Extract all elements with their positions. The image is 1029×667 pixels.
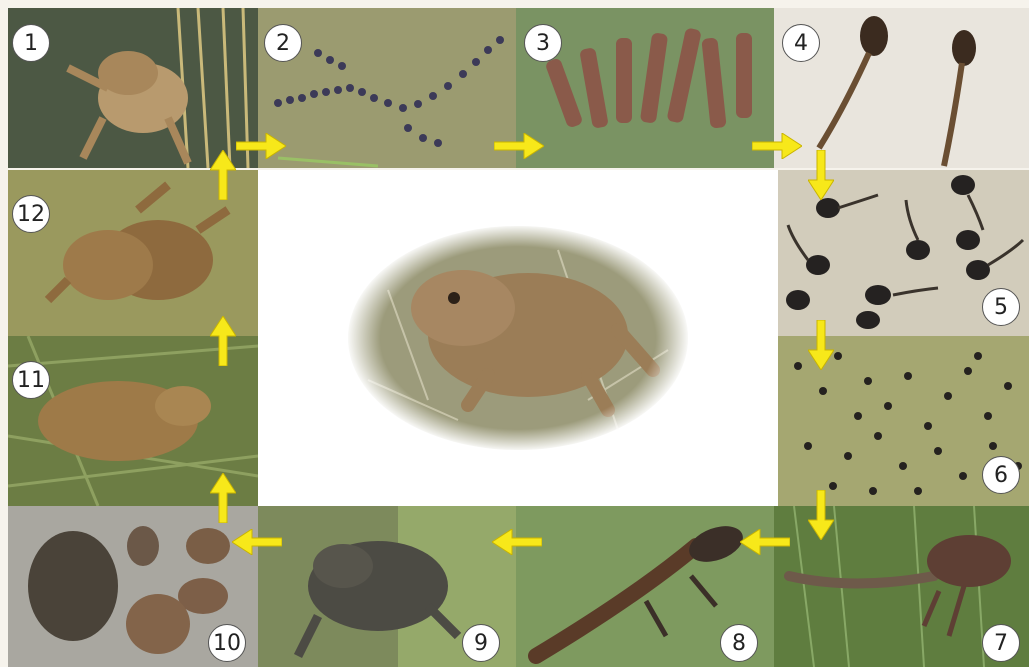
stage-number-badge: 1 <box>12 24 50 62</box>
stage-number-badge: 5 <box>982 288 1020 326</box>
center-panel <box>258 170 778 506</box>
stage-number-badge: 12 <box>12 195 50 233</box>
stage-number-badge: 10 <box>208 624 246 662</box>
arrow-down-icon <box>808 490 834 540</box>
arrow-right-icon <box>752 133 802 159</box>
arrow-down-icon <box>808 150 834 200</box>
arrow-down-icon <box>808 320 834 370</box>
stage-number-badge: 3 <box>524 24 562 62</box>
arrow-left-icon <box>492 529 542 555</box>
arrow-left-icon <box>232 529 282 555</box>
stage-number-badge: 4 <box>782 24 820 62</box>
stage-number-badge: 2 <box>264 24 302 62</box>
stage-number-badge: 11 <box>12 361 50 399</box>
stage-number-badge: 8 <box>720 624 758 662</box>
arrow-left-icon <box>740 529 790 555</box>
arrow-up-icon <box>210 473 236 523</box>
stage-number-badge: 6 <box>982 456 1020 494</box>
adult-toad-icon <box>258 170 778 506</box>
stage-number-badge: 9 <box>462 624 500 662</box>
stage-number-badge: 7 <box>982 624 1020 662</box>
arrow-up-icon <box>210 150 236 200</box>
arrow-right-icon <box>236 133 286 159</box>
arrow-up-icon <box>210 316 236 366</box>
arrow-right-icon <box>494 133 544 159</box>
